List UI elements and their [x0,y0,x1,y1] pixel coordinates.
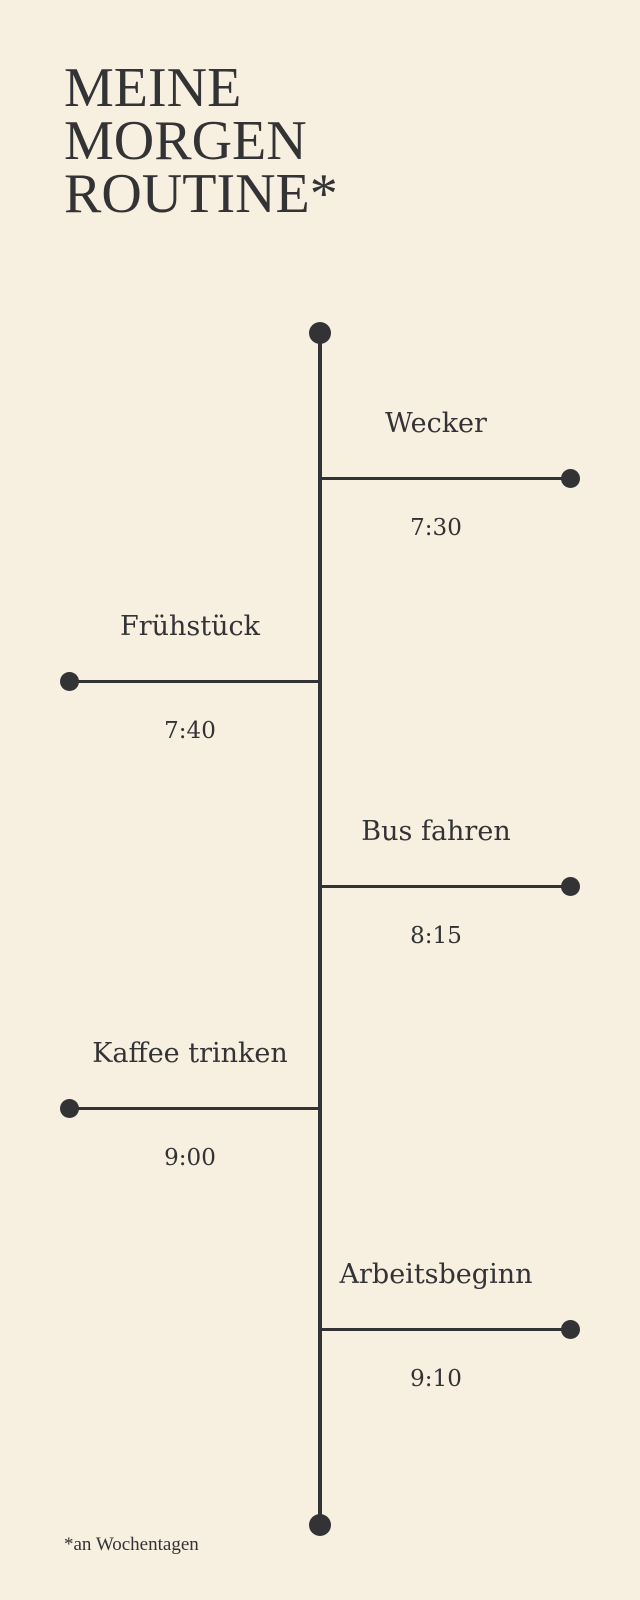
page-title: MEINE MORGEN ROUTINE* [64,57,338,225]
event-dot [561,469,580,488]
timeline-event-bus-fahren: Bus fahren 8:15 [320,816,580,949]
event-label: Wecker [385,408,487,439]
event-connector [68,1107,320,1110]
event-dot [561,877,580,896]
title-line-3: ROUTINE* [64,163,338,225]
event-time: 7:40 [164,718,216,744]
timeline-event-wecker: Wecker 7:30 [320,408,580,541]
event-dot [60,1099,79,1118]
timeline-event-fruehstueck: Frühstück 7:40 [60,611,320,744]
event-connector [68,680,320,683]
footnote: *an Wochentagen [64,1534,199,1555]
timeline-event-kaffee-trinken: Kaffee trinken 9:00 [60,1038,320,1171]
event-connector [320,1328,572,1331]
event-time: 9:00 [164,1145,216,1171]
title-line-1: MEINE [64,57,242,119]
event-dot [561,1320,580,1339]
event-time: 9:10 [410,1366,462,1392]
event-dot [60,672,79,691]
event-label: Bus fahren [361,816,511,847]
event-label: Arbeitsbeginn [339,1259,533,1290]
event-time: 7:30 [410,515,462,541]
event-connector [320,885,572,888]
event-label: Kaffee trinken [92,1038,288,1069]
title-line-2: MORGEN [64,110,307,172]
event-time: 8:15 [410,923,462,949]
timeline-end-dot [309,1514,331,1536]
timeline-start-dot [309,322,331,344]
timeline-event-arbeitsbeginn: Arbeitsbeginn 9:10 [320,1259,580,1392]
event-label: Frühstück [120,611,260,642]
event-connector [320,477,572,480]
timeline-axis [318,333,322,1525]
